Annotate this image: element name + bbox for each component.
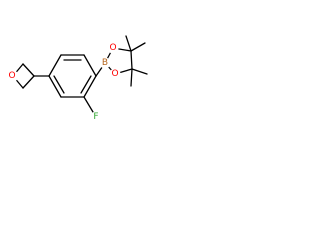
ester-oxygen-lower-mask <box>109 68 121 80</box>
atom-labels: O F B O O <box>7 42 121 123</box>
bonds <box>12 35 148 118</box>
ester-oxygen-lower-label: O <box>111 69 118 79</box>
bond-ring-6 <box>48 75 62 98</box>
bond-c-c-ring <box>130 50 133 70</box>
fluorine-mask <box>90 111 102 123</box>
bond-oxetane-2 <box>22 63 35 77</box>
bond-methyl-2 <box>130 42 146 52</box>
oxetane-oxygen-mask <box>7 70 19 82</box>
bond-ring-double-3 <box>53 75 65 94</box>
boron-mask <box>99 57 111 69</box>
ester-oxygen-upper-mask <box>107 42 119 54</box>
bond-ring-4 <box>83 75 97 98</box>
fluorine-label: F <box>93 112 98 122</box>
bond-ring-1 <box>48 54 62 77</box>
bond-methyl-4 <box>130 68 133 87</box>
ester-oxygen-upper-label: O <box>109 43 116 53</box>
bond-methyl-3 <box>131 68 148 75</box>
bond-ring-double-2 <box>80 75 92 94</box>
boron-label: B <box>102 58 108 68</box>
molecule-structure: O F B O O <box>7 35 148 123</box>
bond-oxetane-3 <box>22 75 35 89</box>
oxetane-oxygen-label: O <box>8 71 15 81</box>
bond-ring-3 <box>83 54 97 77</box>
bond-methyl-1 <box>125 35 132 52</box>
